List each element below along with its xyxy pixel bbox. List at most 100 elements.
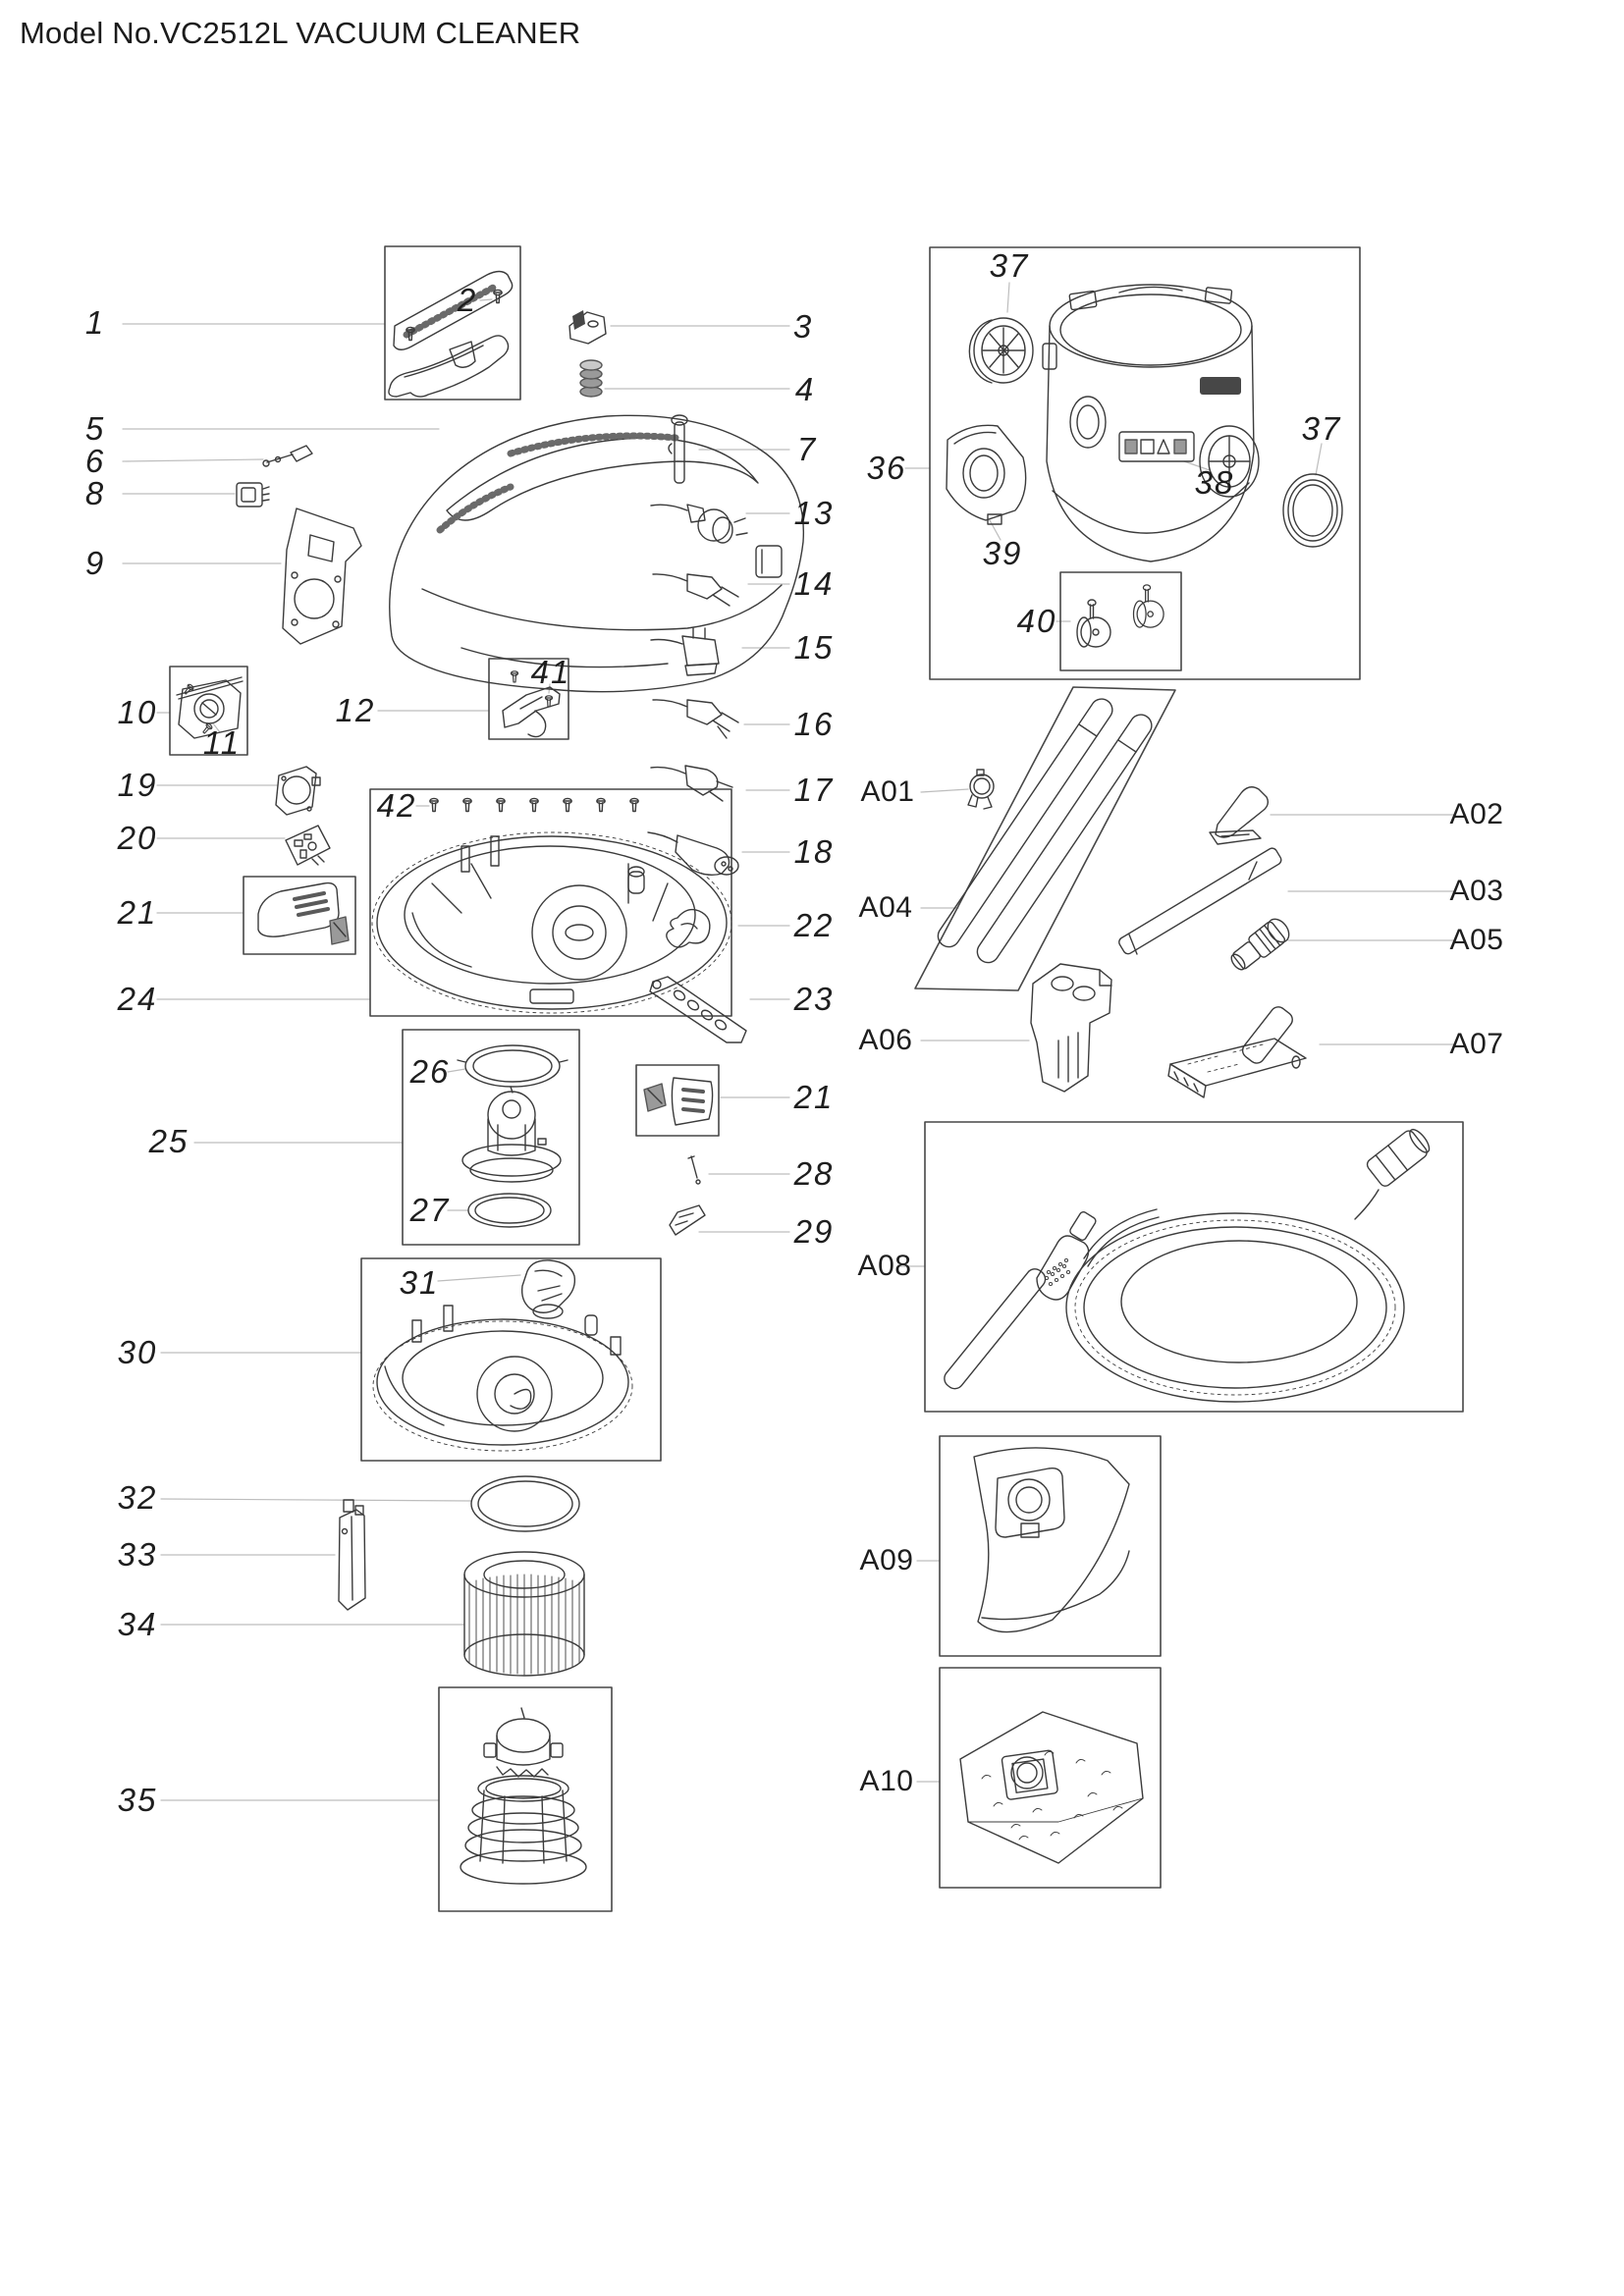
callout-17: 17 (793, 772, 835, 808)
part-29-clip-drawing (669, 1204, 706, 1236)
part-18-appliance-connector-drawing (647, 831, 739, 877)
part-10-11-socket-drawing (176, 676, 244, 739)
callout-38: 38 (1194, 464, 1235, 501)
callout-6: 6 (84, 443, 106, 479)
callout-40: 40 (1016, 603, 1057, 639)
callout-21-right: 21 (793, 1079, 835, 1115)
part-30-motor-base-drawing (372, 1259, 633, 1452)
part-21-label-kit-drawing (257, 881, 350, 945)
part-14-plug-us-drawing (652, 573, 739, 607)
callout-29: 29 (793, 1213, 835, 1250)
callout-leader-lines (122, 282, 1456, 1801)
part-17-plug-au-drawing (650, 765, 733, 802)
callout-12: 12 (335, 692, 376, 728)
callout-a01: A01 (860, 775, 915, 808)
callout-26: 26 (409, 1053, 451, 1090)
callout-8: 8 (84, 475, 106, 511)
part-3-latch-drawing (568, 310, 607, 345)
callout-31: 31 (399, 1264, 440, 1301)
part-20-pcb-drawing (285, 825, 331, 866)
callout-a09: A09 (859, 1544, 914, 1576)
callout-a02: A02 (1449, 798, 1504, 830)
callout-a06: A06 (858, 1024, 913, 1056)
callout-37: 37 (989, 247, 1030, 284)
part-9-inlet-panel-drawing (282, 507, 362, 645)
callout-21: 21 (117, 894, 158, 931)
part-7-rod-drawing (668, 414, 688, 484)
callout-42: 42 (376, 787, 417, 824)
callout-a04: A04 (858, 891, 913, 924)
callout-39: 39 (982, 535, 1023, 571)
callout-24: 24 (117, 981, 158, 1017)
callout-35: 35 (117, 1782, 158, 1818)
part-a10-cloth-bag-drawing (959, 1711, 1144, 1864)
part-34-filter-cartridge-drawing (463, 1551, 585, 1677)
part-16-plug-3pin-drawing (652, 699, 739, 739)
part-15-plug-uk-drawing (650, 627, 720, 676)
callout-37-right: 37 (1301, 410, 1342, 447)
callout-16: 16 (793, 706, 835, 742)
callout-13: 13 (793, 495, 835, 531)
callout-19: 19 (117, 767, 158, 803)
callout-28: 28 (793, 1155, 835, 1192)
part-a05-adapter-drawing (1230, 918, 1290, 971)
callout-14: 14 (793, 565, 835, 602)
part-a08-hose-drawing (944, 1128, 1431, 1403)
part-36-tank-assembly-drawing (946, 284, 1343, 648)
part-8-switch-drawing (236, 482, 270, 507)
callout-11: 11 (202, 724, 242, 761)
part-a06-accessory-holder-drawing (1030, 963, 1112, 1093)
part-a09-paper-bag-drawing (973, 1447, 1130, 1633)
callout-25: 25 (148, 1123, 189, 1159)
callout-3: 3 (792, 308, 814, 345)
callout-a07: A07 (1449, 1028, 1504, 1060)
part-35-float-cage-drawing (460, 1707, 587, 1885)
callout-32: 32 (117, 1479, 158, 1516)
part-12-41-cord-guard-drawing (502, 670, 561, 738)
part-a04-extension-tubes-drawing (937, 698, 1153, 964)
callout-18: 18 (793, 833, 835, 870)
part-25-motor-assembly-drawing (457, 1044, 568, 1228)
part-4-spring-drawing (579, 359, 603, 398)
callout-36: 36 (866, 450, 907, 486)
callout-22: 22 (793, 907, 835, 943)
part-19-gasket-plate-drawing (275, 766, 321, 816)
callout-20: 20 (117, 820, 158, 856)
callout-10: 10 (117, 694, 158, 730)
callout-30: 30 (117, 1334, 158, 1370)
callout-a05: A05 (1449, 924, 1504, 956)
callout-27: 27 (409, 1192, 451, 1228)
callout-23: 23 (793, 981, 835, 1017)
callout-34: 34 (117, 1606, 158, 1642)
callout-15: 15 (793, 629, 835, 666)
callout-a03: A03 (1449, 875, 1504, 907)
callout-1: 1 (84, 304, 106, 341)
page-title: Model No.VC2512L VACUUM CLEANER (20, 16, 581, 50)
part-33-float-flap-drawing (338, 1499, 366, 1611)
part-32-seal-ring-drawing (470, 1475, 580, 1532)
callout-7: 7 (796, 431, 818, 467)
part-5-tank-cover-drawing (389, 414, 805, 693)
callout-a08: A08 (857, 1250, 912, 1282)
callout-4: 4 (794, 371, 816, 407)
part-13-plug-eu-drawing (650, 504, 748, 544)
part-1-handle-drawing (388, 270, 514, 398)
callout-a10: A10 (859, 1765, 914, 1797)
callout-41: 41 (530, 654, 571, 690)
callout-33: 33 (117, 1536, 158, 1573)
part-a07-floor-nozzle-drawing (1167, 1006, 1307, 1098)
part-a01-hose-clamp-drawing (967, 769, 995, 810)
part-a02-upholstery-nozzle-drawing (1209, 786, 1270, 845)
callout-2: 2 (457, 282, 478, 318)
part-21b-label-kit-drawing (635, 1064, 720, 1137)
group-boxes (169, 245, 1464, 1912)
part-24-base-housing-drawing (371, 797, 732, 1014)
callout-5: 5 (84, 410, 106, 447)
part-22-cord-hook-drawing (666, 908, 711, 948)
part-28-pin-drawing (687, 1155, 701, 1185)
part-a03-crevice-tool-drawing (1118, 847, 1282, 955)
part-6-lever-drawing (262, 445, 313, 467)
part-23-rack-strip-drawing (649, 976, 747, 1043)
